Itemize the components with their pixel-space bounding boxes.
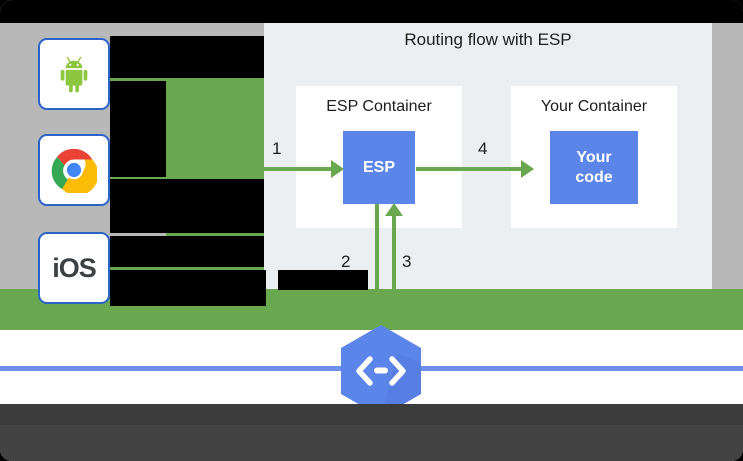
esp-container-title: ESP Container: [326, 98, 432, 115]
arrow-1-head-icon: [331, 160, 344, 178]
occlusion-2: [110, 81, 166, 177]
occlusion-right: [712, 0, 743, 23]
panel-title: Routing flow with ESP: [404, 30, 572, 49]
occlusion-top: [0, 0, 743, 23]
arrow-2-line: [375, 204, 379, 324]
arrow-3-line: [392, 214, 396, 324]
cloud-endpoints-hexagon-icon: [337, 323, 425, 419]
client-connector-1: [110, 78, 170, 81]
esp-box: ESP: [343, 131, 415, 204]
occlusion-3: [110, 179, 264, 233]
arrow-1-line: [264, 167, 334, 171]
ios-label: iOS: [52, 252, 97, 283]
occlusion-4: [110, 236, 264, 267]
occlusion-bottom-2: [0, 425, 743, 461]
android-icon: [38, 38, 110, 110]
esp-box-label: ESP: [362, 158, 395, 176]
arrow-4-line: [416, 167, 524, 171]
arrow-label-2: 2: [341, 252, 351, 271]
client-connector-3: [110, 267, 170, 270]
ios-icon: iOS: [38, 232, 110, 304]
your-container-title: Your Container: [540, 98, 648, 115]
chrome-icon: [38, 134, 110, 206]
client-connector-2: [110, 176, 170, 179]
arrow-4-head-icon: [521, 160, 534, 178]
occlusion-1: [110, 36, 264, 78]
arrow-label-3: 3: [402, 252, 412, 271]
occlusion-6: [278, 270, 368, 290]
arrow-label-4: 4: [478, 139, 488, 158]
arrow-label-1: 1: [272, 139, 282, 158]
arrow-3-head-icon: [385, 203, 403, 216]
occlusion-5: [110, 270, 266, 306]
